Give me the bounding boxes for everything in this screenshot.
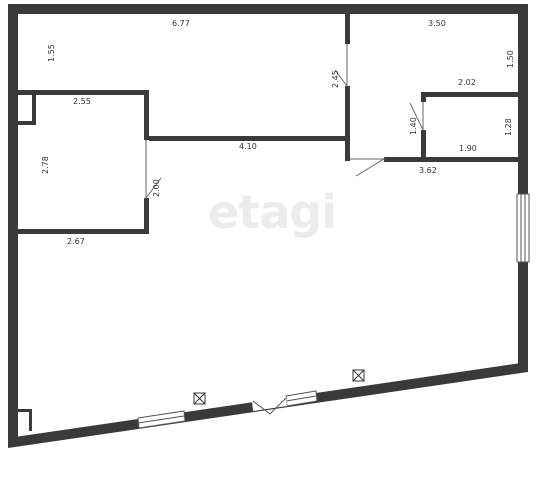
- vent-left: [193, 392, 206, 405]
- left-room-walls: [18, 90, 162, 234]
- partition-wall: [149, 136, 350, 141]
- bottom-window-left: [137, 410, 186, 429]
- watermark: etagi: [208, 185, 336, 239]
- upper-right-room-walls: [334, 14, 518, 177]
- small-room-walls: [409, 92, 518, 158]
- vent-right: [352, 369, 365, 382]
- dim-small-height-left: 1.40: [409, 117, 418, 135]
- left-wall: [8, 4, 18, 446]
- right-wall-lower: [518, 262, 528, 372]
- dim-room-right-top: 3.50: [428, 19, 446, 28]
- dim-left-upper: 1.55: [47, 44, 56, 62]
- dim-small-top: 2.02: [458, 78, 476, 87]
- bottom-door: [252, 396, 287, 415]
- right-window: [516, 193, 530, 263]
- dim-right-bottom: 3.62: [419, 166, 437, 175]
- dim-top-wall: 6.77: [172, 19, 190, 28]
- right-wall-upper: [518, 4, 528, 194]
- dim-room-right-side: 1.50: [506, 50, 515, 68]
- dim-small-bottom: 1.90: [459, 144, 477, 153]
- dim-partition: 4.10: [239, 142, 257, 151]
- dim-room-left-door: 2.00: [152, 179, 161, 197]
- top-wall: [8, 4, 528, 14]
- dim-room-left-side: 2.78: [41, 156, 50, 174]
- dim-room-left-top: 2.55: [73, 97, 91, 106]
- dim-door-right: 2.45: [331, 70, 340, 88]
- bottom-window-right: [285, 390, 318, 407]
- corner-detail: [18, 409, 32, 431]
- dim-small-height-right: 1.28: [504, 118, 513, 136]
- dim-room-left-bottom: 2.67: [67, 237, 85, 246]
